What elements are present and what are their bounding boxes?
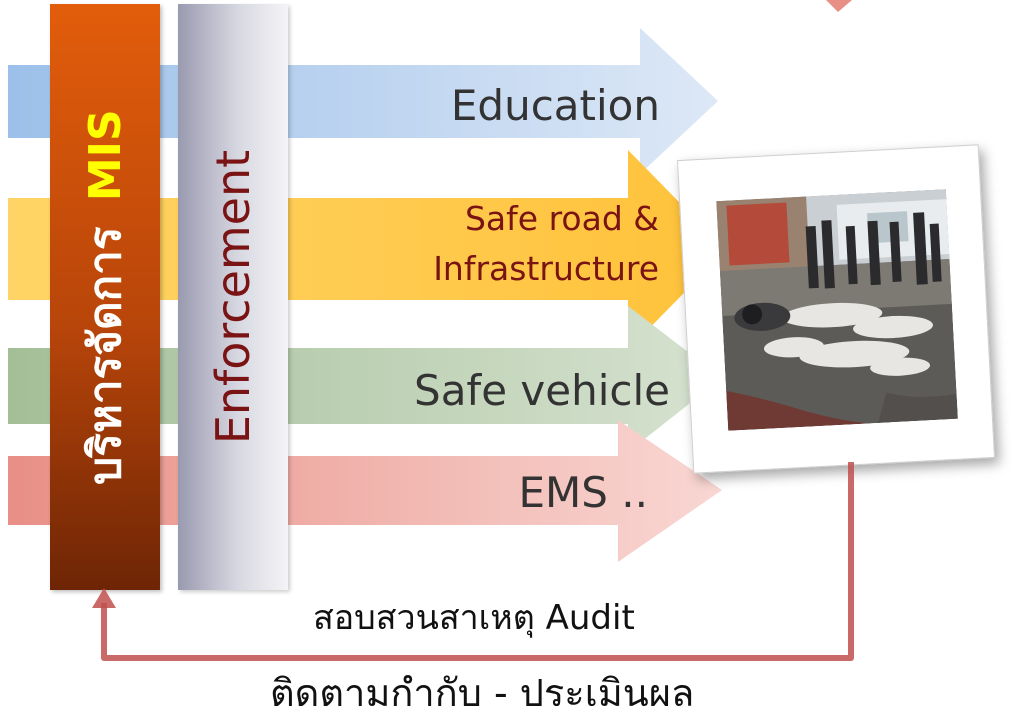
arrow-education-label: Education [450,81,660,130]
arrow-safe-road-label: Safe road & Infrastructure [433,194,659,294]
arrow-safe-vehicle-label: Safe vehicle [414,366,670,415]
safe-road-line-2: Infrastructure [433,249,659,288]
corner-arrow-tip [826,0,852,12]
arrow-ems-label: EMS .. [518,468,649,517]
arrow-ems [8,420,722,562]
crash-scene-photo [716,189,958,431]
enforcement-pillar: Enforcement [178,4,288,590]
feedback-line [101,462,854,661]
feedback-arrowhead [92,588,116,608]
safe-road-line-1: Safe road & [464,199,659,238]
management-pillar: บริหารจัดการ MIS [50,4,160,590]
audit-text: สอบสวนสาเหตุ Audit [313,598,635,638]
evaluation-text: ติดตามกำกับ - ประเมินผล [270,671,695,715]
crash-scene-photo-icon [716,189,958,431]
photo-frame [676,144,996,474]
